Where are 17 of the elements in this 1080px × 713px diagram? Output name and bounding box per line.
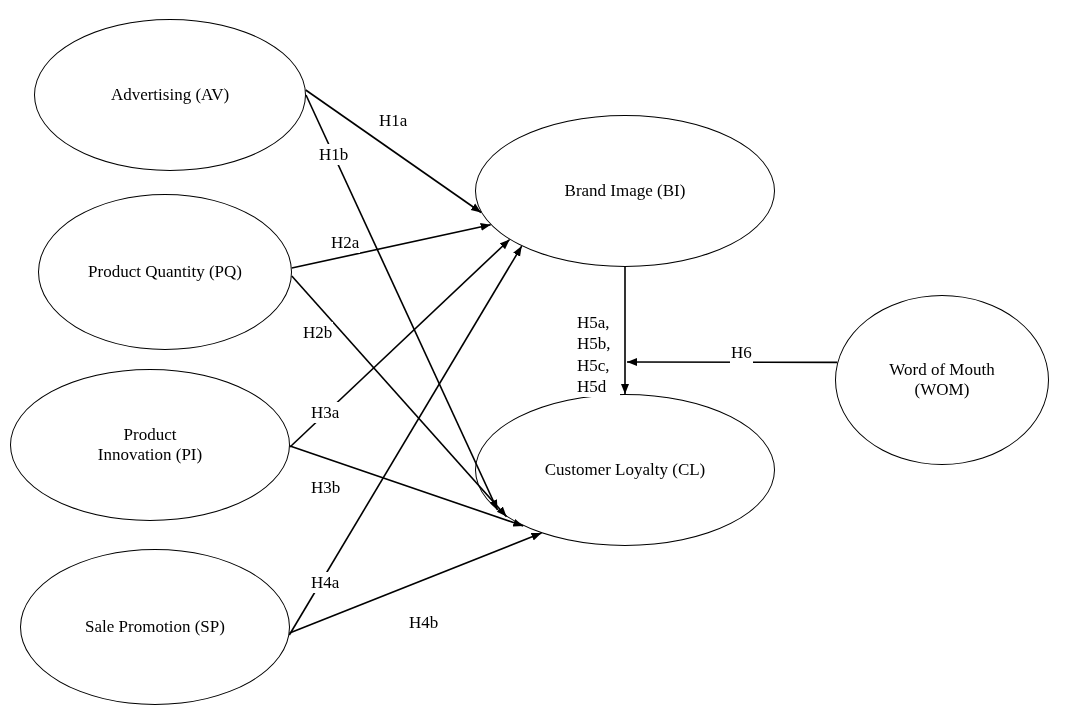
construct-name: Advertising (AV) xyxy=(110,84,230,106)
arrow xyxy=(288,532,543,634)
hypothesis-label: H4a xyxy=(310,572,341,594)
construct-name: Product Quantity (PQ) xyxy=(88,261,242,283)
arrow xyxy=(288,245,523,636)
arrow xyxy=(621,266,629,395)
hypothesis-label: H3a xyxy=(310,402,341,424)
arrow xyxy=(304,89,482,214)
construct-name: Product Innovation (PI) xyxy=(96,424,204,466)
construct-name: Sale Promotion (SP) xyxy=(85,616,225,638)
hypothesis-label: H1b xyxy=(318,144,350,166)
arrow xyxy=(626,358,839,366)
construct-name: Brand Image (BI) xyxy=(564,180,686,202)
arrow xyxy=(289,238,511,448)
arrow xyxy=(291,223,492,269)
construct-name: Word of Mouth (WOM) xyxy=(888,359,996,401)
construct-name: Customer Loyalty (CL) xyxy=(544,459,706,481)
